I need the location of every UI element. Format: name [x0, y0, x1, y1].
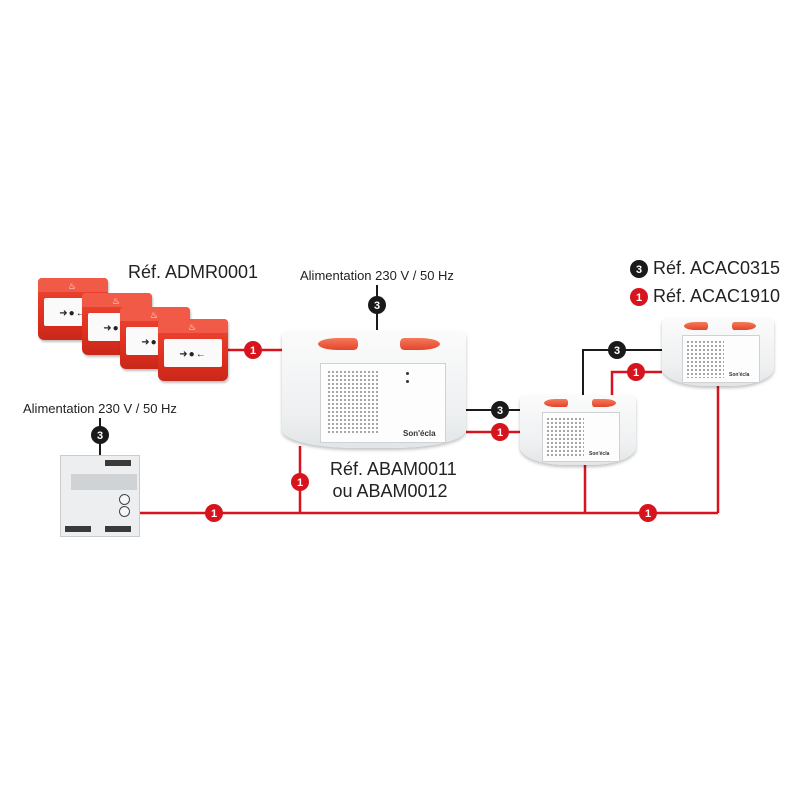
badge-callpoints-1: 1: [244, 341, 262, 359]
speaker-panel: Son'écla: [682, 335, 760, 383]
svg-text:1: 1: [211, 508, 217, 520]
svg-text:1: 1: [636, 292, 642, 304]
fire-icon: ♨: [187, 322, 197, 332]
button-icon: [119, 494, 130, 505]
unit-ref-label-1: Réf. ABAM0011: [330, 459, 457, 479]
speaker-grille: [686, 340, 724, 378]
brand-logo: Son'écla: [589, 451, 610, 457]
unit-ref-label-2: ou ABAM0012: [332, 481, 448, 501]
legend-badge-black: 3: [630, 260, 648, 278]
badge-unit-bus-1: 1: [291, 473, 309, 491]
speaker-grille: [327, 370, 379, 434]
flash-lamp-left: [544, 399, 568, 407]
flash-lamp-right: [732, 322, 756, 330]
speaker-panel: Son'écla: [320, 363, 446, 443]
svg-text:1: 1: [297, 477, 303, 489]
flash-lamp-right: [592, 399, 616, 407]
speaker-grille: [546, 417, 584, 457]
brand-logo: Son'écla: [729, 372, 750, 378]
fire-icon: ♨: [67, 281, 77, 291]
push-icon: ➜●←: [59, 308, 87, 319]
push-icon: ➜●←: [141, 337, 169, 348]
svg-text:3: 3: [97, 430, 103, 442]
push-icon: ➜●←: [179, 349, 207, 360]
badge-unit-power-3: 3: [368, 296, 386, 314]
psu-power-label: Alimentation 230 V / 50 Hz: [23, 401, 177, 416]
badge-repeaters-1: 1: [627, 363, 645, 381]
repeater-black-link: [582, 349, 662, 395]
callpoints-ref-label: Réf. ADMR0001: [128, 262, 259, 282]
svg-text:3: 3: [636, 264, 642, 276]
repeater-unit-2: Son'écla: [662, 318, 774, 386]
badge-unit-repeater-3: 3: [491, 401, 509, 419]
flash-lamp-left: [684, 322, 708, 330]
badge-psu-power-3: 3: [91, 426, 109, 444]
fire-icon: ♨: [111, 296, 121, 306]
svg-text:3: 3: [614, 345, 620, 357]
badge-bus-right-1: 1: [639, 504, 657, 522]
push-icon: ➜●←: [103, 323, 131, 334]
badge-repeaters-3: 3: [608, 341, 626, 359]
svg-text:3: 3: [374, 300, 380, 312]
legend-badge-red: 1: [630, 288, 648, 306]
badge-bus-left-1: 1: [205, 504, 223, 522]
svg-text:1: 1: [645, 508, 651, 520]
central-alarm-unit: Son'écla: [282, 331, 466, 448]
manual-call-point: ♨ ➜●←: [158, 319, 228, 381]
legend-label-acac1910: Réf. ACAC1910: [653, 286, 781, 306]
unit-power-label: Alimentation 230 V / 50 Hz: [300, 268, 454, 283]
svg-text:3: 3: [497, 405, 503, 417]
repeater-unit-1: Son'écla: [520, 395, 636, 465]
legend-label-acac0315: Réf. ACAC0315: [653, 258, 781, 278]
badge-unit-repeater-1: 1: [491, 423, 509, 441]
brand-logo: Son'écla: [403, 429, 436, 438]
svg-text:1: 1: [633, 367, 639, 379]
flash-lamp-right: [400, 338, 440, 350]
speaker-panel: Son'écla: [542, 412, 620, 462]
svg-text:1: 1: [497, 427, 503, 439]
power-supply-module: [60, 455, 140, 537]
svg-text:1: 1: [250, 345, 256, 357]
button-icon: [119, 506, 130, 517]
flash-lamp-left: [318, 338, 358, 350]
repeater-red-link: [610, 370, 662, 395]
fire-icon: ♨: [149, 310, 159, 320]
